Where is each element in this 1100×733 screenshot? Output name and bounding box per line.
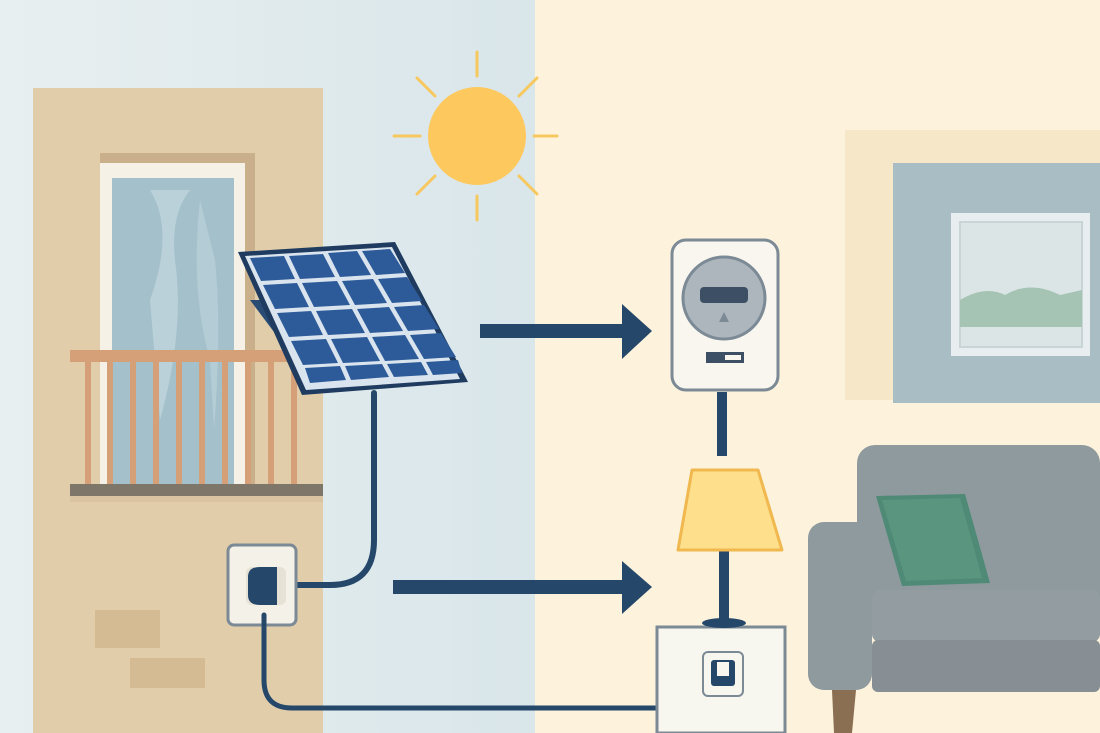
- brick: [95, 610, 160, 648]
- balcony-railing: [70, 350, 323, 502]
- sofa: [808, 445, 1100, 733]
- panel-cable: [267, 390, 377, 588]
- sun-icon: [392, 50, 559, 222]
- side-table: [655, 625, 787, 733]
- brick: [130, 658, 205, 688]
- wall-socket-outdoor: [226, 543, 298, 627]
- lamp-icon: [676, 468, 784, 628]
- wall-picture: [845, 130, 1100, 403]
- solar-panel-icon: [238, 242, 468, 395]
- energy-meter-icon: [670, 238, 780, 392]
- arrow-right-icon: [480, 304, 652, 359]
- balcony-window: [100, 153, 255, 498]
- plug-icon: [248, 567, 277, 605]
- arrow-right-icon: [393, 561, 652, 614]
- meter-lamp-connector: [717, 392, 727, 456]
